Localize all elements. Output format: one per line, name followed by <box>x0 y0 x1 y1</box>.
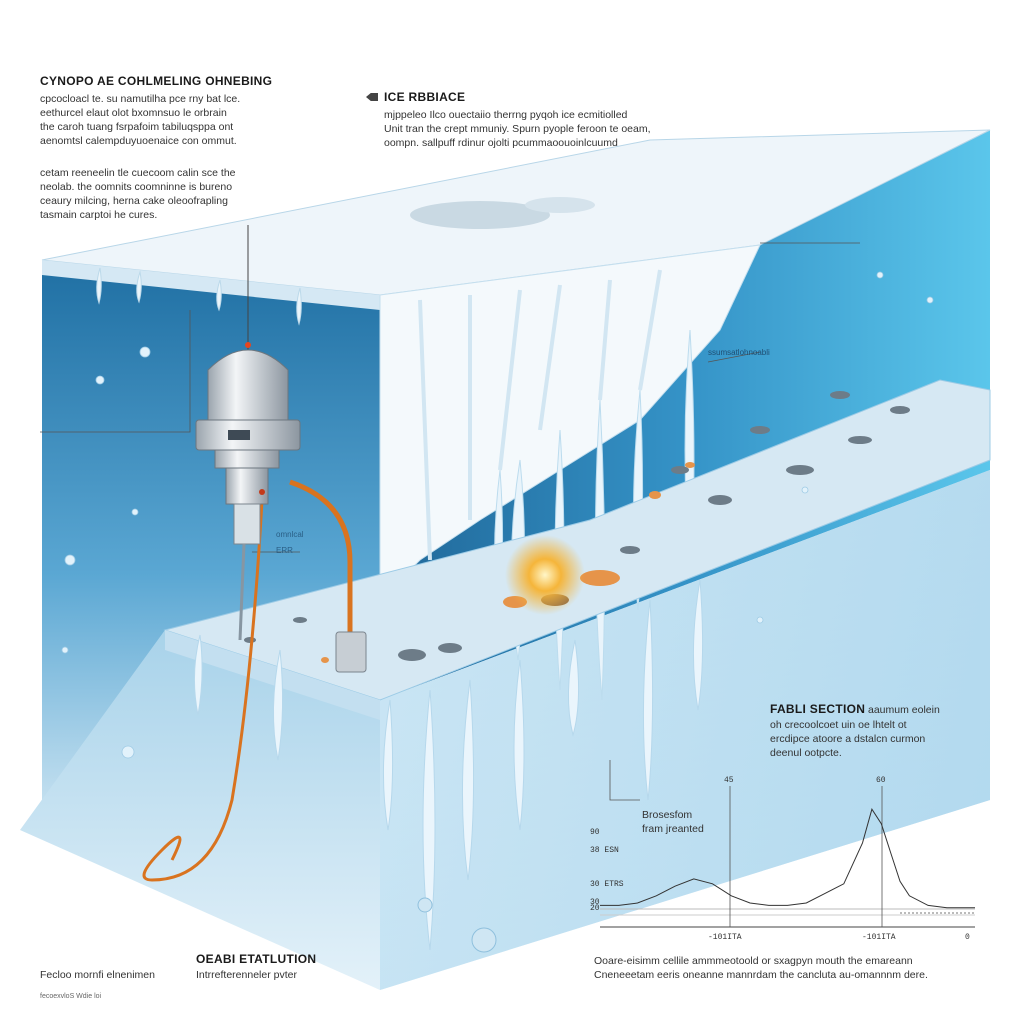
top-left-line: cpcocloacl te. su namutilha pce rny bat … <box>40 93 241 105</box>
fabli-line: ercdipce atoore a dstalcn curmon <box>770 733 926 745</box>
ice-surface-line: mjppeleo Ilco ouectaiio therrng pyqoh ic… <box>384 109 628 121</box>
ice-surface-title: ICE RBBIACE <box>384 90 466 104</box>
fabli-line: oh crecoolcoet uin oe lhtelt ot <box>770 719 907 731</box>
chart-x-tick-label: -101ITA <box>862 933 896 942</box>
top-left-line: eethurcel elaut olot bxomnsuo le orbrain <box>40 107 227 119</box>
bottom-right-line: Cneneeetam eeris oneanne mannrdam the ca… <box>594 969 928 981</box>
chart-caption-line: fram jreanted <box>642 823 704 835</box>
chart-marker-label: 45 <box>724 776 734 785</box>
ice-surface-line: oompn. sallpuff rdinur ojolti pcummaoouo… <box>384 137 618 149</box>
chart-x-tick-label: 0 <box>965 933 970 942</box>
fabli-line: deenul ootpcte. <box>770 747 842 759</box>
chart-y-tick-label: 30 <box>590 898 600 907</box>
ice-surface-line: Unit tran the crept mmuniy. Spurn pyople… <box>384 123 651 135</box>
chart-caption-line: Brosesfom <box>642 809 693 821</box>
mid-left-line: neolab. the oomnits coomninne is bureno <box>40 181 233 193</box>
probe-label-2: ERR <box>276 546 293 555</box>
oeabi-subtitle: Intrrefterenneler pvter <box>196 969 297 981</box>
bottom-left-caption: Fecloo mornfi elnenimen <box>40 969 155 981</box>
bottom-left-small: fecoexvloS Wdie loi <box>40 993 102 1000</box>
fabli-title: FABLI SECTION <box>770 702 866 716</box>
chart-x-tick-label: -101ITA <box>708 933 742 942</box>
mid-left-line: tasmain carptoi he cures. <box>40 209 158 221</box>
chart-y-tick-label: 30 ETRS <box>590 880 624 889</box>
chart-y-tick-label: 38 ESN <box>590 846 619 855</box>
mid-left-line: cetam reeneelin tle cuecoom calin sce th… <box>40 167 236 179</box>
arrow-icon <box>366 93 378 101</box>
bottom-right-line: Ooare-eisimm cellile ammmeotoold or sxag… <box>594 955 913 967</box>
oeabi-title: OEABI ETATLUTION <box>196 952 317 966</box>
fabli-title-suffix: aaumum eolein <box>868 704 940 716</box>
top-left-line: aenomtsl calempduyuoenaice con ommut. <box>40 135 237 147</box>
mid-left-line: ceaury milcing, herna cake oleoofrapling <box>40 195 228 207</box>
inner-label: ssumsatlohnoabli <box>708 348 770 357</box>
probe-device <box>195 225 301 641</box>
chart-y-tick-label: 20 <box>590 904 600 913</box>
chart-series-line <box>600 807 975 909</box>
top-left-line: the caroh tuang fsrpafoim tabiluqsppa on… <box>40 121 234 133</box>
top-left-title: CYNOPO AE COHLMELING OHNEBING <box>40 74 273 88</box>
chart-marker-label: 60 <box>876 776 886 785</box>
probe-label: omnlcal <box>276 530 304 539</box>
chart-y-tick-label: 90 <box>590 828 600 837</box>
